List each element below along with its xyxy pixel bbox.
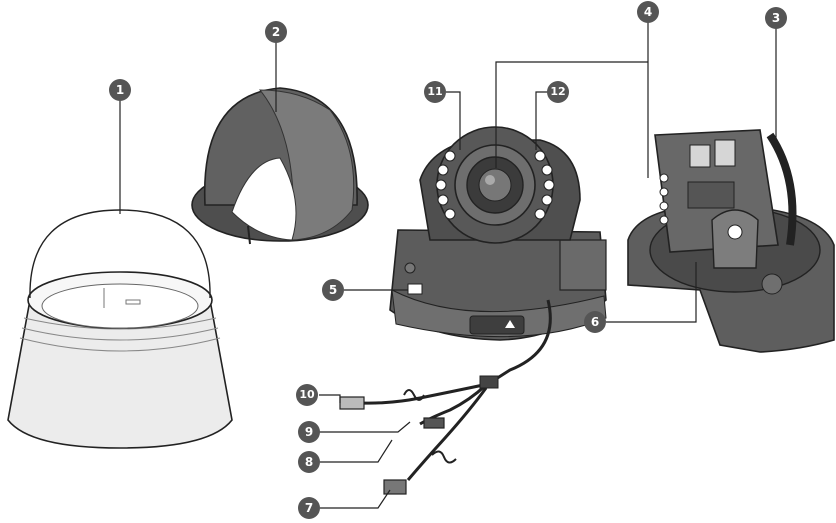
clear-dome-cover: [7, 209, 233, 449]
callout-3: 3: [765, 7, 787, 29]
callout-11: 11: [424, 81, 446, 103]
leader-lines: [119, 22, 777, 509]
camera-head-module: [389, 126, 607, 341]
callout-1: 1: [109, 79, 131, 101]
callout-6: 6: [584, 311, 606, 333]
callout-5: 5: [322, 279, 344, 301]
base-with-pcb: [627, 129, 835, 353]
callout-8: 8: [298, 451, 320, 473]
callout-9: 9: [298, 421, 320, 443]
callout-7: 7: [298, 497, 320, 519]
callout-12: 12: [547, 81, 569, 103]
callout-2: 2: [265, 21, 287, 43]
callout-4: 4: [637, 1, 659, 23]
ir-led-ring: [435, 150, 555, 220]
inner-shroud: [191, 87, 369, 245]
callout-10: 10: [296, 384, 318, 406]
